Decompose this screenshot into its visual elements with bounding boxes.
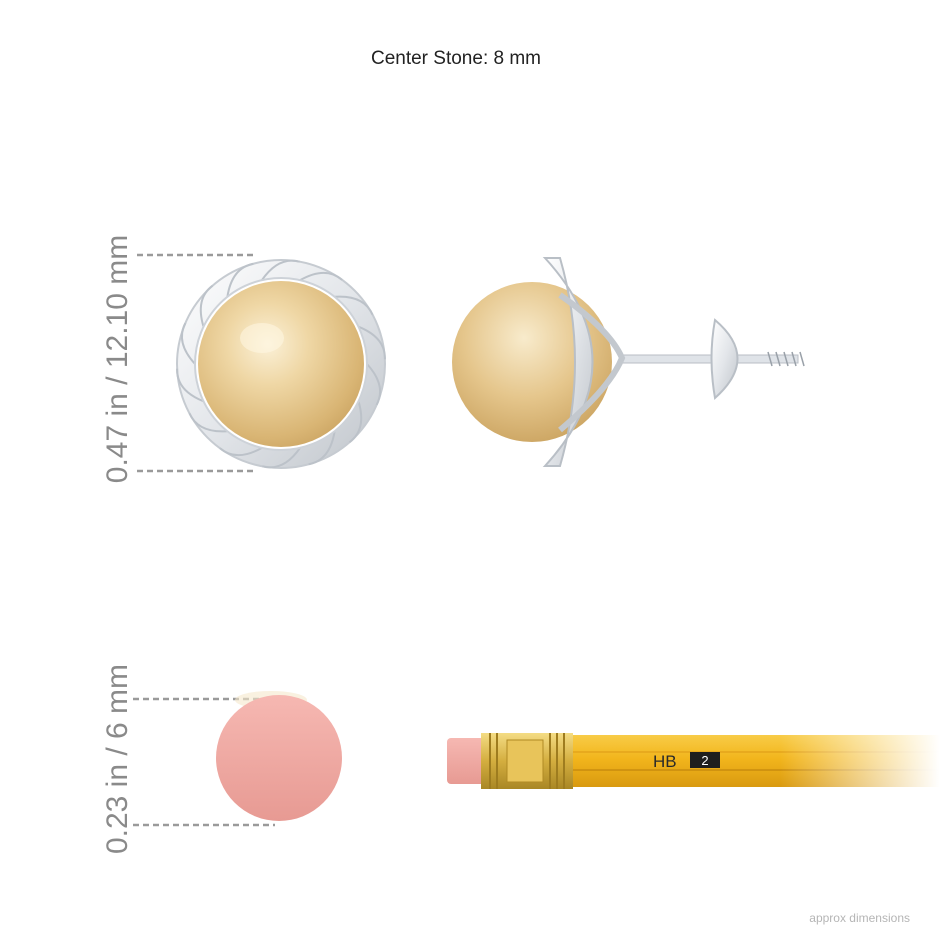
rope-twist [261,259,300,281]
rope-twist [348,401,363,444]
pencil: HB 2 [447,730,940,792]
rope-twists [176,259,386,469]
pencil-eraser [447,738,487,784]
approx-dimensions-note: approx dimensions [809,911,910,925]
screw-thread [767,351,805,367]
earring-front-view [176,259,386,469]
rope-twist [299,271,343,282]
eraser-dimension-guides [133,697,275,827]
rope-twist [180,322,196,365]
pearl-front [198,281,364,447]
rope-twist [262,447,301,469]
pencil-number-badge [690,752,720,768]
eraser-top-view [216,691,342,821]
center-stone-label: Center Stone: 8 mm [370,48,542,69]
rope-twist [358,325,386,360]
pencil-grade: HB [653,752,677,771]
rope-twist [199,284,214,327]
rope-twist [188,412,228,433]
rope-twist [219,446,263,457]
earring-side-view [452,257,805,467]
rope-twist [176,368,204,403]
rope-twist [366,363,382,406]
screw-back [710,318,739,400]
rope-twist [226,262,254,297]
rope-twist [308,431,336,466]
rope-twist [334,295,374,316]
eraser-circle [216,695,342,821]
pencil-number: 2 [701,753,708,768]
